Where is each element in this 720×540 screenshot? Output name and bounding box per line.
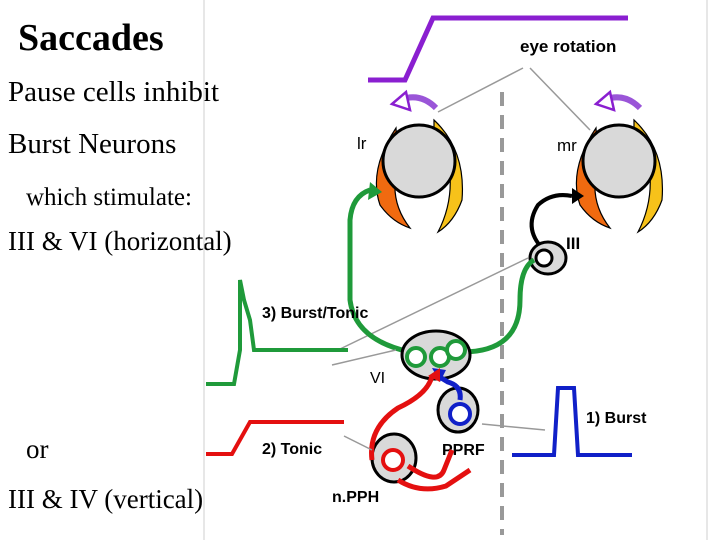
- lr-label: lr: [357, 134, 367, 153]
- npph-label: n.PPH: [332, 489, 379, 506]
- pprf-cell: [448, 402, 472, 426]
- nucleus-vi-label: VI: [370, 370, 385, 387]
- green-pathway-to-iii: [461, 257, 536, 355]
- text-line-vertical: III & IV (vertical): [8, 484, 204, 514]
- npph-cell: [381, 448, 405, 472]
- mr-label: mr: [557, 136, 577, 155]
- rotation-arrow-right-icon: [593, 89, 643, 112]
- nucleus-iii-label: III: [566, 234, 580, 253]
- right-eyeball: [581, 123, 657, 199]
- nucleus-iii-cell: [534, 248, 554, 268]
- text-line-which-stimulate: which stimulate:: [26, 184, 192, 211]
- pointer-burst-tonic: [331, 349, 397, 366]
- nucleus-vi-cell-1: [405, 346, 427, 368]
- tonic-label: 2) Tonic: [262, 441, 322, 458]
- npph-pathway-loop: [406, 449, 455, 480]
- pointer-eye-rotation-left: [437, 67, 524, 113]
- burst-trace: [512, 386, 632, 457]
- text-line-pause-cells: Pause cells inhibit: [8, 76, 220, 108]
- green-pathway-terminal-icon: [368, 182, 382, 200]
- eye-rotation-label: eye rotation: [520, 37, 616, 56]
- npph-terminal-icon: [428, 368, 440, 382]
- burst-tonic-label: 3) Burst/Tonic: [262, 305, 368, 322]
- npph-pathway-up: [369, 375, 435, 461]
- burst-label: 1) Burst: [586, 410, 647, 427]
- rotation-arrow-left-icon: [389, 89, 439, 112]
- oculomotor-nerve-terminal-icon: [572, 188, 584, 204]
- oculomotor-nerve-fiber: [529, 193, 573, 254]
- pprf-pathway: [436, 373, 463, 401]
- right-eye: [575, 118, 664, 234]
- pointer-eye-rotation-right: [529, 67, 591, 131]
- text-line-or: or: [26, 434, 49, 464]
- npph-pathway-right: [396, 467, 472, 492]
- slide-title: Saccades: [18, 17, 164, 59]
- pointer-tonic: [343, 435, 373, 451]
- text-line-horizontal: III & VI (horizontal): [8, 226, 232, 256]
- burst-tonic-trace: [206, 279, 348, 386]
- pointer-burst: [481, 423, 546, 431]
- text-line-burst-neurons: Burst Neurons: [8, 128, 177, 160]
- green-pathway-to-lr: [347, 187, 411, 355]
- left-eyeball: [381, 123, 457, 199]
- left-eye: [375, 118, 464, 234]
- eye-rotation-trace: [368, 15, 628, 83]
- nucleus-vi-cell-3: [445, 339, 467, 361]
- tonic-trace: [206, 420, 344, 456]
